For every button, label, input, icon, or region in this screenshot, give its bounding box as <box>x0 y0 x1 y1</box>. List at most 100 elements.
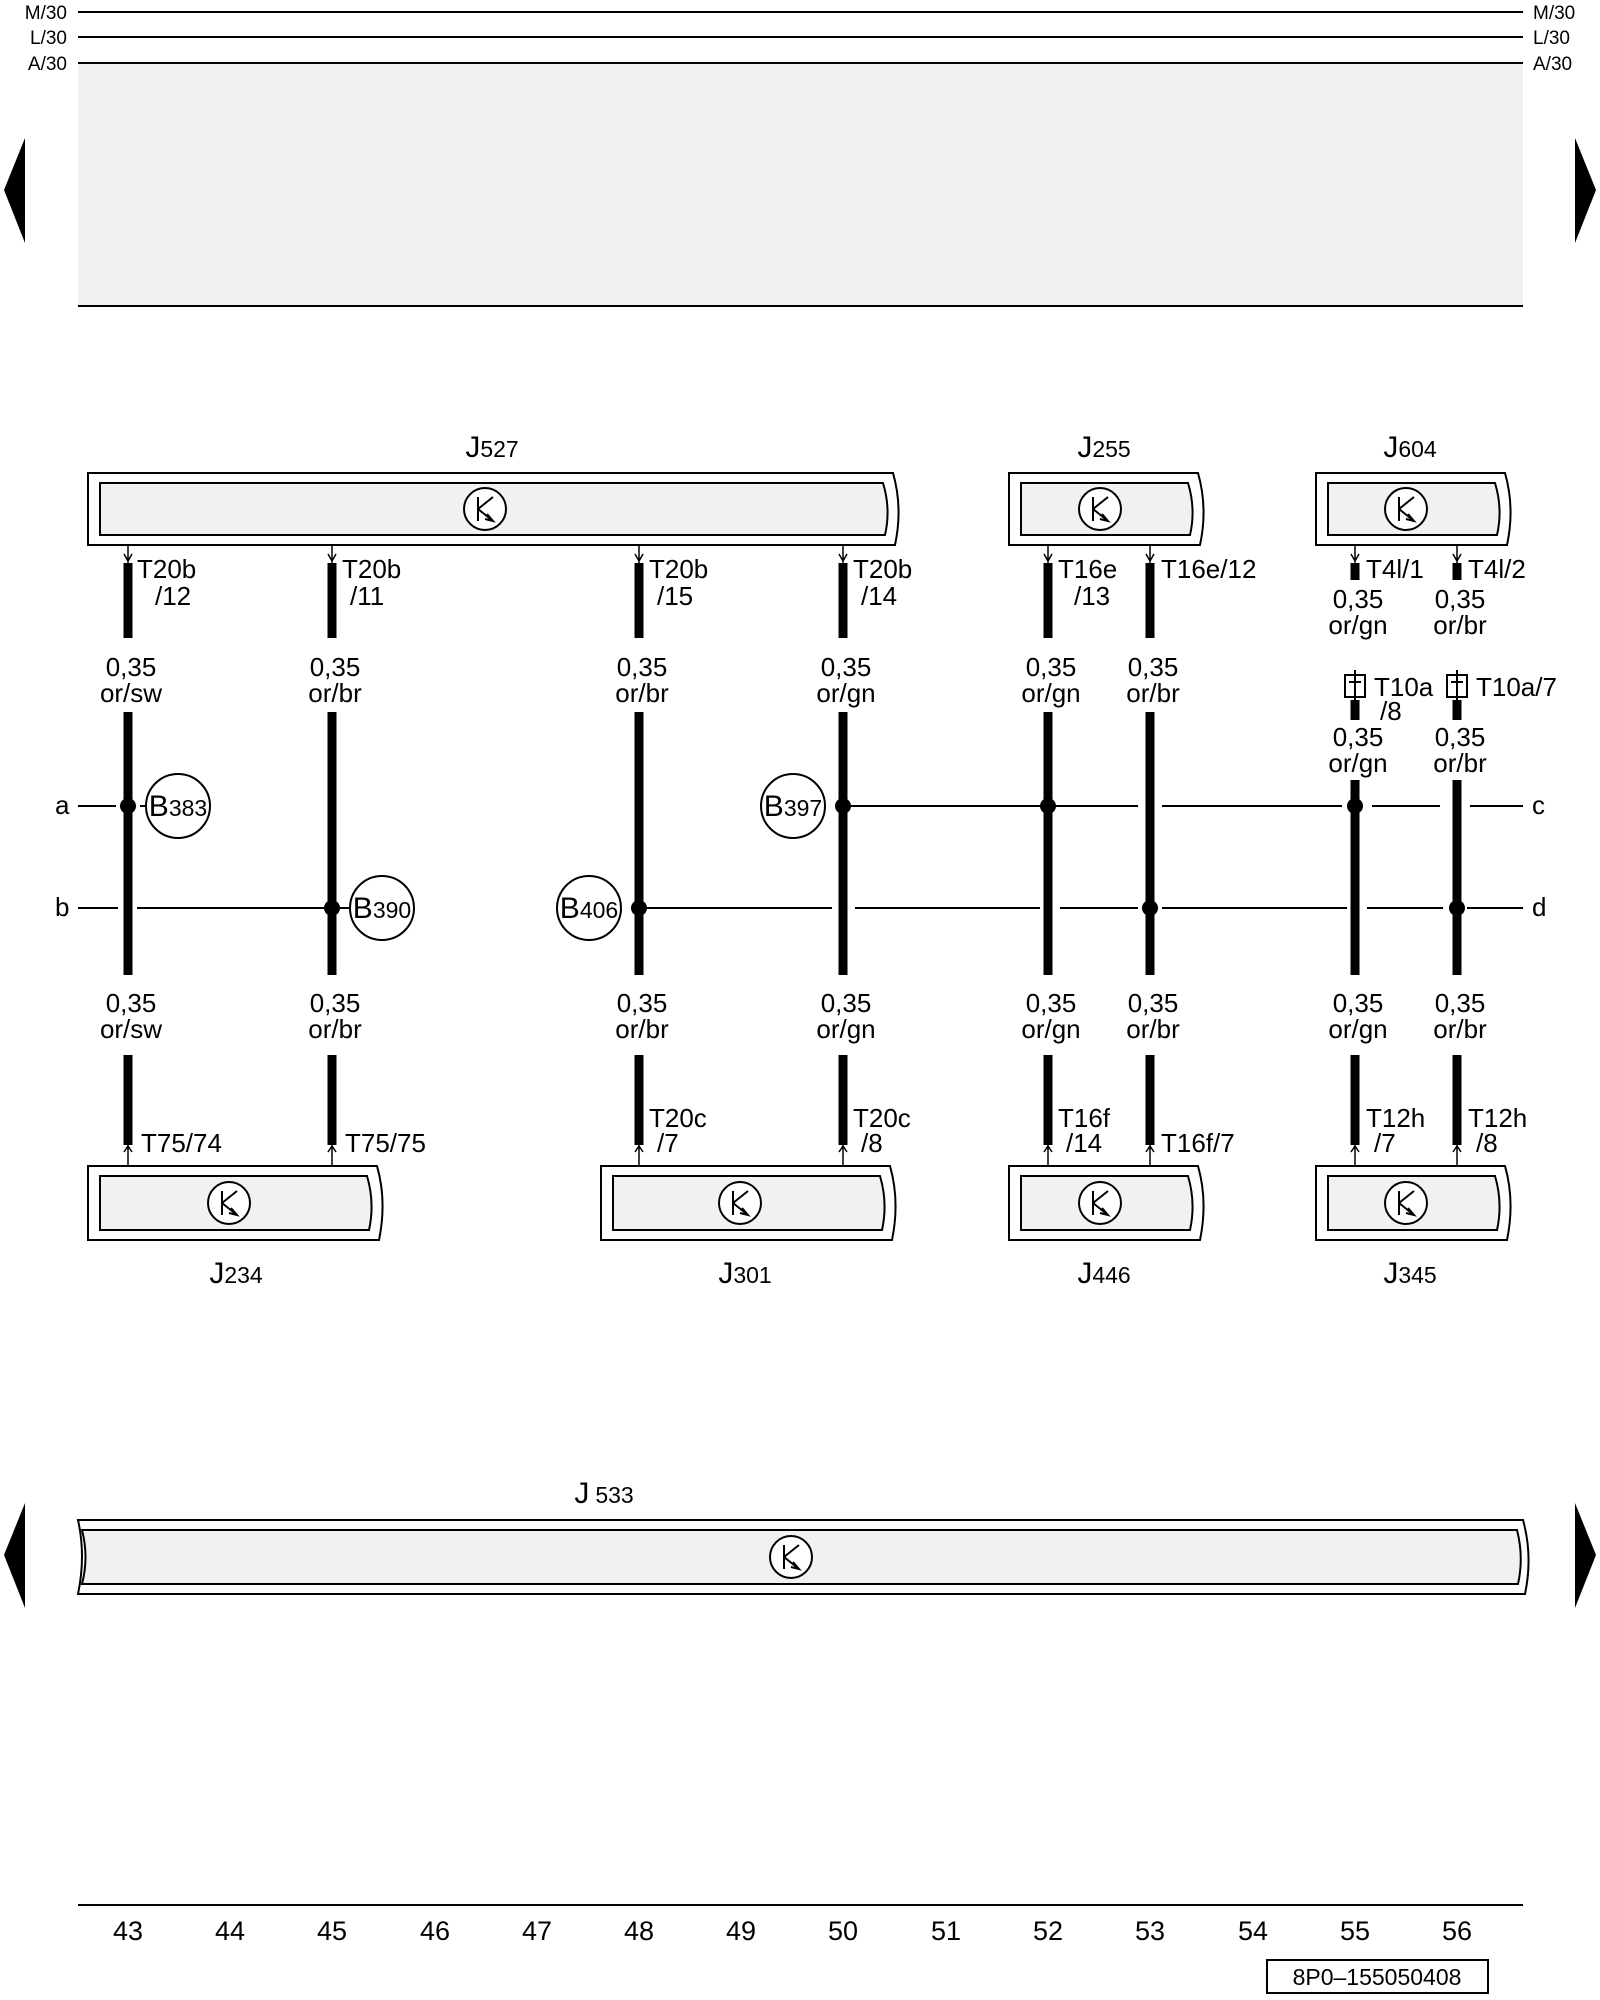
transistor-symbol-icon <box>769 1535 813 1579</box>
transistor-symbol-icon <box>207 1181 251 1225</box>
grid-number: 53 <box>1135 1916 1165 1946</box>
rail-label-right-m30: M/30 <box>1533 3 1575 24</box>
rail-label-right-a30: A/30 <box>1533 54 1572 75</box>
control-unit-j255: J255 <box>1008 431 1205 546</box>
splice-b397: B397 <box>760 773 826 839</box>
control-unit-j301: J301 <box>600 1165 897 1290</box>
transistor-symbol-icon <box>463 487 507 531</box>
grid-number: 56 <box>1442 1916 1472 1946</box>
grid-number: 43 <box>113 1916 143 1946</box>
splice-b383: B383 <box>145 773 211 839</box>
grid-number: 44 <box>215 1916 245 1946</box>
page-prev-triangle-left-icon[interactable] <box>4 1503 25 1608</box>
top-pin-labels: T20b/12 T20b/11 T20b/15 T20b/14 T16e/13 … <box>137 554 1526 611</box>
pin-label-56-top: T4l/2 <box>1468 554 1526 584</box>
junction-dot <box>1449 900 1465 916</box>
control-unit-j527: J527 <box>87 431 900 546</box>
bus-label-b: b <box>55 892 69 922</box>
junction-dot <box>835 798 851 814</box>
bus-label-c: c <box>1532 790 1545 820</box>
pin-label-52-bottom: T16f/14 <box>1058 1103 1111 1158</box>
label-j446: J446 <box>1077 1257 1130 1290</box>
label-j301: J301 <box>718 1257 771 1290</box>
junction-dot <box>1142 900 1158 916</box>
bottom-pin-labels: T75/74 T75/75 T20c/7 T20c/8 T16f/14 T16f… <box>141 1103 1527 1158</box>
svg-text:B406: B406 <box>560 892 618 925</box>
page-next-triangle-right-icon[interactable] <box>1575 1503 1596 1608</box>
rail-label-left-a30: A/30 <box>28 54 67 75</box>
pin-stubs <box>123 545 1462 1166</box>
grid-number: 45 <box>317 1916 347 1946</box>
junction-dots <box>120 798 1465 916</box>
pin-label-52-top: T16e/13 <box>1058 554 1117 611</box>
rail-label-right-l30: L/30 <box>1533 28 1570 49</box>
pin-label-53-top: T16e/12 <box>1161 554 1256 584</box>
junction-dot <box>120 798 136 814</box>
splice-b390: B390 <box>349 875 415 941</box>
svg-text:B383: B383 <box>149 790 207 823</box>
inline-connector-t10a-8 <box>1344 670 1366 700</box>
label-j604: J604 <box>1383 431 1437 464</box>
pin-label-48-top: T20b/15 <box>649 554 708 611</box>
grid-numbers: 43 44 45 46 47 48 49 50 51 52 53 54 55 5… <box>113 1916 1472 1946</box>
pin-label-43-top: T20b/12 <box>137 554 196 611</box>
connector-label-t10a-7: T10a/7 <box>1476 672 1557 702</box>
label-j527: J527 <box>465 431 518 464</box>
grid-number: 48 <box>624 1916 654 1946</box>
bus-label-d: d <box>1532 892 1546 922</box>
control-unit-j604: J604 <box>1315 431 1512 546</box>
junction-dot <box>324 900 340 916</box>
drawing-code-box <box>1266 1959 1489 1994</box>
junction-dot <box>631 900 647 916</box>
pin-label-53-bottom: T16f/7 <box>1161 1128 1235 1158</box>
page-next-triangle-right-icon[interactable] <box>1575 138 1596 243</box>
bus-lines <box>78 805 1523 909</box>
rail-label-left-m30: M/30 <box>25 3 67 24</box>
bus-label-a: a <box>55 790 70 820</box>
junction-dot <box>1347 798 1363 814</box>
pin-label-56-bottom: T12h/8 <box>1468 1103 1527 1158</box>
label-j345: J345 <box>1383 1257 1436 1290</box>
svg-text:B397: B397 <box>764 790 822 823</box>
grid-number: 50 <box>828 1916 858 1946</box>
svg-text:B390: B390 <box>353 892 411 925</box>
drawing-code: 8P0–155050408 <box>1293 1964 1462 1990</box>
label-j234: J234 <box>209 1257 263 1290</box>
connector-label-t10a-8: T10a/8 <box>1374 672 1434 726</box>
rail-label-left-l30: L/30 <box>30 28 67 49</box>
transistor-symbol-icon <box>1384 487 1428 531</box>
pin-label-55-top: T4l/1 <box>1366 554 1424 584</box>
grid-number: 51 <box>931 1916 961 1946</box>
transistor-symbol-icon <box>1384 1181 1428 1225</box>
control-unit-j345: J345 <box>1315 1165 1512 1290</box>
wires <box>123 563 1462 1145</box>
grid-number: 46 <box>420 1916 450 1946</box>
inline-connector-t10a-7 <box>1446 670 1468 700</box>
page-prev-triangle-left-icon[interactable] <box>4 138 25 243</box>
pin-label-55-bottom: T12h/7 <box>1366 1103 1425 1158</box>
junction-dot <box>1040 798 1056 814</box>
grid-number: 47 <box>522 1916 552 1946</box>
pin-label-45-bottom: T75/75 <box>345 1128 426 1158</box>
splice-b406: B406 <box>556 875 622 941</box>
label-j255: J255 <box>1077 431 1130 464</box>
